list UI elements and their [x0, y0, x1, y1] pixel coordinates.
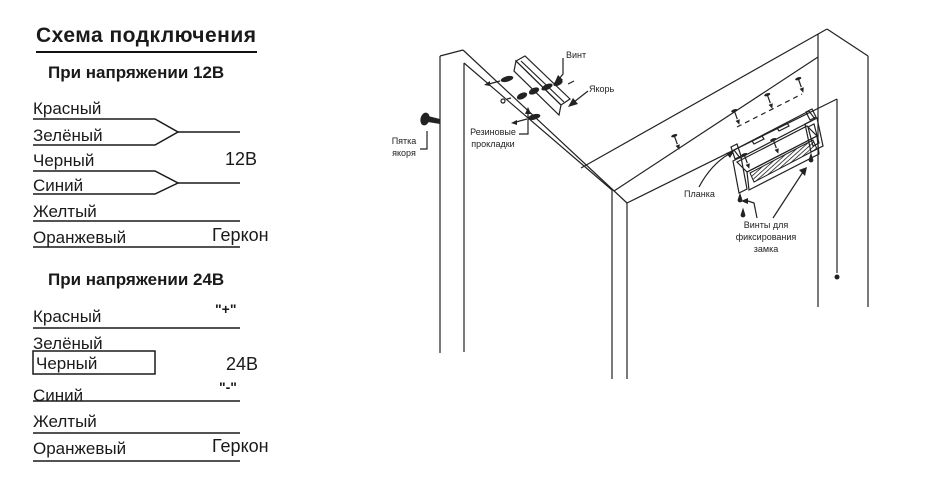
- leader-lines-bottom: [698, 151, 807, 219]
- label-armature-heel-line2: якоря: [392, 148, 416, 158]
- lock-assembly: [670, 75, 824, 218]
- leader-lines-top: [519, 58, 589, 135]
- wire-value-12v-orange: Геркон: [212, 225, 269, 245]
- wire-value-24v-red: "+": [215, 301, 237, 317]
- wire-value-24v-orange: Геркон: [212, 436, 269, 456]
- wire-name-24v-red: Красный: [33, 307, 102, 326]
- label-rubber-gaskets-line1: Резиновые: [470, 127, 516, 137]
- label-rubber-gaskets: Резиновые прокладки: [466, 126, 520, 150]
- wire-name-24v-black: Черный: [36, 354, 98, 373]
- armature-heel-pin: [420, 112, 440, 150]
- wire-name-24v-green: Зелёный: [33, 334, 103, 353]
- wire-name-12v-green: Зелёный: [33, 126, 103, 145]
- wire-name-12v-black: Черный: [33, 151, 95, 170]
- wire-name-12v-blue: Синий: [33, 176, 84, 195]
- label-screw: Винт: [566, 50, 587, 60]
- wiring-lines-12v: [33, 118, 240, 248]
- label-fixing-screws: Винты для фиксирования замка: [724, 219, 808, 255]
- label-fixing-screws-line3: замка: [753, 244, 779, 254]
- label-rubber-gaskets-line2: прокладки: [471, 139, 515, 149]
- label-armature-heel-line1: Пятка: [391, 136, 417, 146]
- wire-name-24v-yellow: Желтый: [33, 412, 97, 431]
- label-fixing-screws-line2: фиксирования: [735, 232, 797, 242]
- wire-name-24v-blue: Синий: [33, 386, 84, 405]
- wire-name-12v-orange: Оранжевый: [33, 228, 127, 247]
- label-plate: Планка: [684, 189, 715, 199]
- label-fixing-screws-line1: Винты для: [743, 220, 789, 230]
- armature-plate: [484, 55, 575, 125]
- lock-body: [732, 117, 824, 194]
- wire-name-12v-red: Красный: [33, 99, 102, 118]
- wiring-lines-24v: [32, 327, 240, 462]
- heading-24v: При напряжении 24В: [48, 270, 225, 289]
- wire-name-12v-yellow: Желтый: [33, 202, 97, 221]
- door-frame: [580, 28, 869, 379]
- wire-value-24v-blue: "-": [219, 379, 237, 395]
- page-title: Схема подключения: [36, 24, 257, 53]
- wire-value-12v-black: 12В: [225, 149, 258, 169]
- heading-12v: При напряжении 12В: [48, 63, 225, 82]
- wire-value-24v-black: 24В: [226, 354, 259, 374]
- wire-name-24v-orange: Оранжевый: [33, 439, 127, 458]
- label-armature: Якорь: [589, 84, 615, 94]
- label-armature-heel: Пятка якоря: [381, 135, 427, 159]
- door-leaf: [439, 49, 628, 353]
